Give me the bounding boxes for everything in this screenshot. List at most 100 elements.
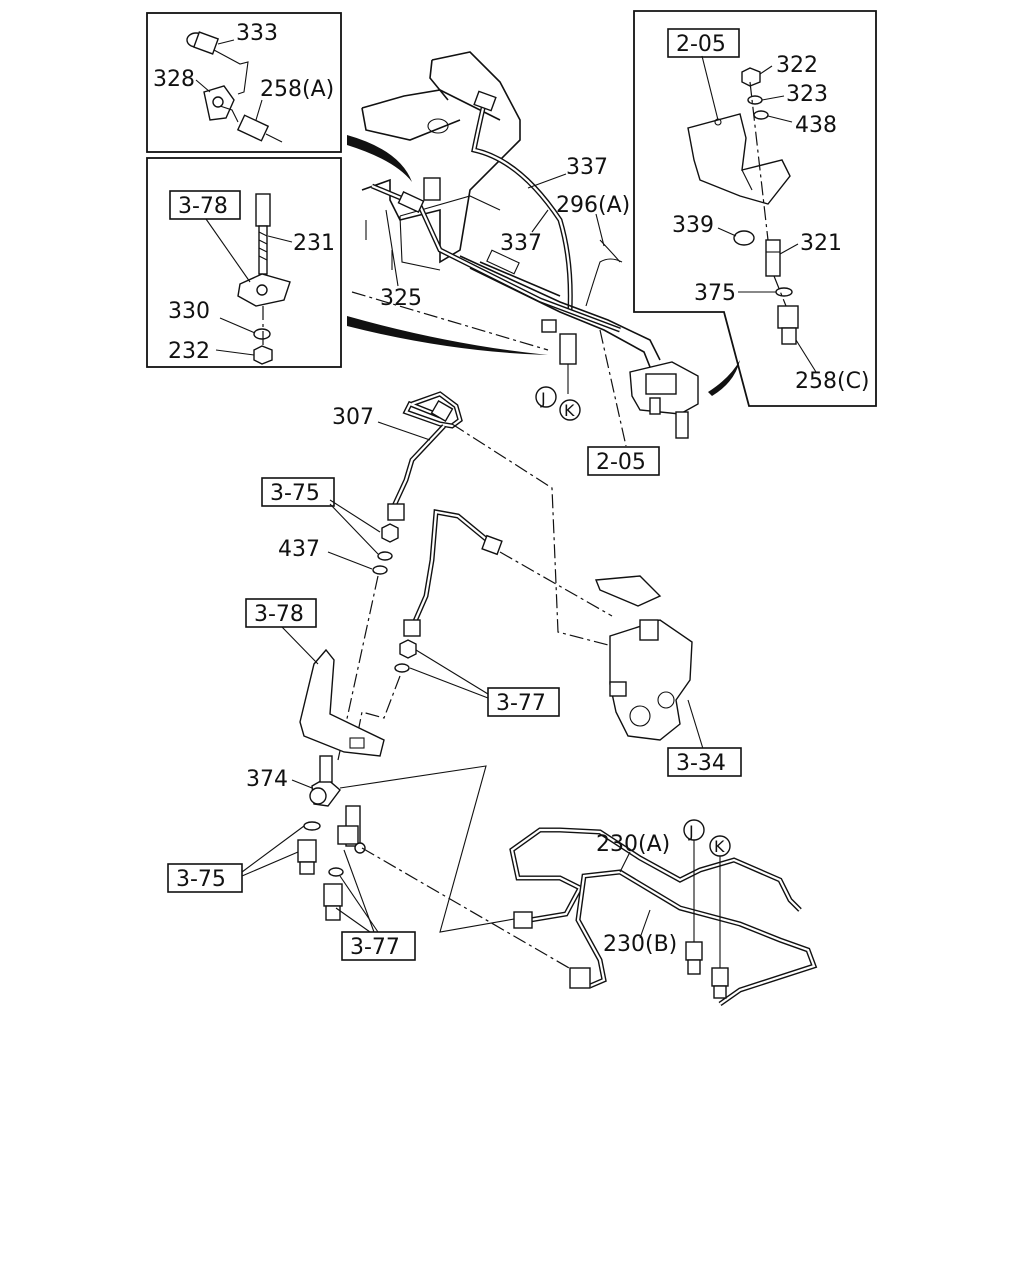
fitting-258c bbox=[777, 305, 799, 345]
label-3-75-a: 3-75 bbox=[270, 481, 320, 506]
leader-307 bbox=[377, 421, 431, 441]
label-374: 374 bbox=[246, 767, 288, 792]
leader-374 bbox=[291, 779, 313, 789]
nut-322 bbox=[741, 67, 761, 87]
marker-j bbox=[535, 386, 557, 408]
washer-377-b bbox=[328, 867, 344, 877]
tee-374 bbox=[309, 755, 341, 807]
bolt-j-k bbox=[541, 319, 577, 394]
leader-258a bbox=[255, 99, 263, 121]
marker-j2 bbox=[683, 819, 705, 841]
ref-box-3-75-a bbox=[261, 477, 335, 507]
leader-3-77-b-3 bbox=[335, 907, 371, 933]
leader-321 bbox=[779, 243, 799, 255]
fitting-377-b bbox=[323, 883, 343, 921]
marker-j2-label: J bbox=[688, 822, 694, 841]
leader-3-77-a-1 bbox=[415, 649, 489, 695]
valve-block bbox=[629, 361, 699, 439]
leader-325 bbox=[385, 209, 399, 287]
leader-328 bbox=[195, 79, 211, 93]
cab-structure bbox=[361, 51, 521, 271]
leader-296a bbox=[595, 213, 605, 247]
ref-box-3-34 bbox=[667, 747, 742, 777]
leader-3-78-top bbox=[205, 218, 251, 283]
washer-330 bbox=[253, 328, 271, 340]
label-258a: 258(A) bbox=[260, 77, 334, 102]
callout-wedge-upper bbox=[347, 135, 412, 182]
leader-333 bbox=[217, 39, 235, 45]
label-339: 339 bbox=[672, 213, 714, 238]
callout-wedge-lower bbox=[347, 316, 548, 355]
label-296a: 296(A) bbox=[556, 193, 630, 218]
centerline-right-lower bbox=[773, 275, 787, 307]
centerline-right bbox=[749, 81, 769, 241]
marker-k2 bbox=[709, 835, 731, 857]
centerline-377-a bbox=[355, 675, 401, 743]
leader-3-78-mid bbox=[281, 626, 319, 665]
label-330: 330 bbox=[168, 299, 210, 324]
guide-triangle bbox=[339, 765, 521, 933]
washer-323 bbox=[747, 95, 763, 105]
leader-3-75-b-1 bbox=[241, 825, 305, 873]
label-333: 333 bbox=[236, 21, 278, 46]
leader-3-75-a-2 bbox=[329, 503, 379, 555]
label-337b: 337 bbox=[500, 231, 542, 256]
inset-frame-lower-left bbox=[146, 157, 342, 368]
label-2-05-top: 2-05 bbox=[676, 32, 726, 57]
nut-upper bbox=[381, 523, 399, 543]
label-3-34: 3-34 bbox=[676, 751, 726, 776]
washer-438 bbox=[753, 110, 769, 120]
marker-k bbox=[559, 399, 581, 421]
pipe-230b bbox=[569, 869, 818, 1007]
washer-375-b bbox=[303, 821, 321, 831]
marker-k-label: K bbox=[564, 401, 575, 420]
bracket-2-05 bbox=[687, 113, 791, 205]
leader-3-75-a-1 bbox=[329, 499, 381, 533]
label-323: 323 bbox=[786, 82, 828, 107]
label-3-75-b: 3-75 bbox=[176, 867, 226, 892]
nut-377-a bbox=[399, 639, 417, 659]
label-2-05-mid: 2-05 bbox=[596, 450, 646, 475]
leader-339 bbox=[717, 227, 737, 237]
label-3-77-b: 3-77 bbox=[350, 935, 400, 960]
label-231: 231 bbox=[293, 231, 335, 256]
ref-box-3-78-mid bbox=[245, 598, 317, 628]
stud-231 bbox=[255, 193, 271, 275]
ref-box-2-05-top bbox=[667, 28, 740, 58]
ref-box-3-75-b bbox=[167, 863, 243, 893]
callout-wedge-right bbox=[708, 360, 740, 396]
nut-232 bbox=[253, 345, 273, 365]
valve-3-34 bbox=[595, 575, 693, 741]
label-232: 232 bbox=[168, 339, 210, 364]
inset-frame-right bbox=[633, 10, 877, 407]
fittings-j-k bbox=[685, 840, 729, 999]
leader-322 bbox=[759, 65, 773, 75]
inset-frame-upper-left bbox=[146, 12, 342, 153]
label-328: 328 bbox=[153, 67, 195, 92]
washer-upper bbox=[377, 551, 393, 561]
centerline-2-05 bbox=[599, 329, 627, 447]
bracket-3-78 bbox=[299, 648, 385, 757]
ref-box-3-77-a bbox=[487, 687, 560, 717]
leader-3-77-a-2 bbox=[409, 667, 489, 699]
label-325: 325 bbox=[380, 286, 422, 311]
pipe-307 bbox=[387, 391, 463, 521]
leader-3-34 bbox=[687, 699, 705, 753]
tee-377-b bbox=[337, 805, 366, 854]
valve-258a bbox=[236, 114, 283, 143]
leader-437 bbox=[327, 551, 373, 570]
centerline-main bbox=[351, 291, 549, 351]
pipe-325 bbox=[371, 177, 621, 333]
label-322: 322 bbox=[776, 53, 818, 78]
label-230a: 230(A) bbox=[596, 832, 670, 857]
bracket-plate bbox=[237, 273, 291, 307]
leader-330 bbox=[219, 317, 256, 334]
grommet-339 bbox=[733, 230, 755, 246]
ring-375 bbox=[775, 287, 793, 297]
leader-232 bbox=[215, 349, 255, 356]
label-3-78-mid: 3-78 bbox=[254, 602, 304, 627]
fitting-333 bbox=[186, 31, 249, 95]
leader-438 bbox=[767, 115, 793, 123]
leader-3-75-b-2 bbox=[241, 851, 299, 877]
